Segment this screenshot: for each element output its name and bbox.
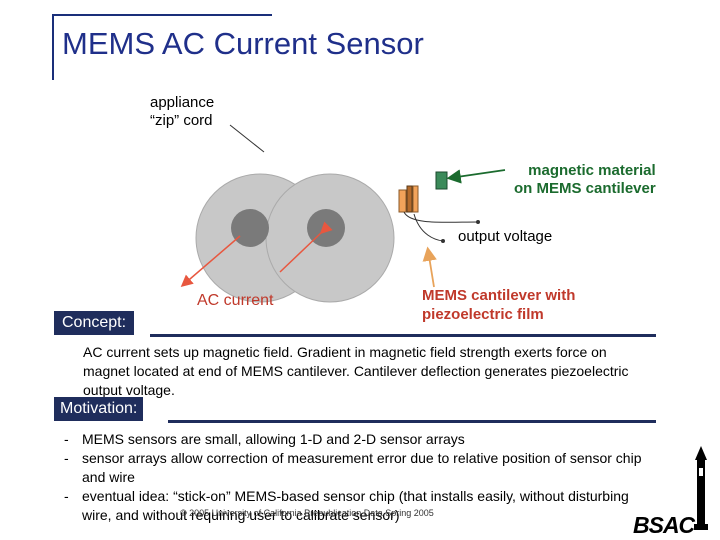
magnet-block (435, 171, 448, 190)
cord-label-leader (229, 124, 265, 153)
ac-arrow-left (180, 235, 241, 287)
motivation-rule (168, 420, 656, 423)
title-frame-top (52, 14, 272, 16)
footer-copyright: © 2005 University of California Prepubli… (180, 508, 434, 518)
cord-label: appliance “zip” cord (150, 94, 214, 130)
motivation-list: MEMS sensors are small, allowing 1-D and… (60, 430, 650, 525)
ac-current-label: AC current (197, 292, 274, 309)
cord-left-wire (231, 209, 269, 247)
ac-arrow-right (279, 221, 333, 273)
concept-rule (150, 334, 656, 337)
page-title: MEMS AC Current Sensor (62, 26, 424, 61)
list-item: eventual idea: “stick-on” MEMS-based sen… (60, 487, 650, 525)
list-item: MEMS sensors are small, allowing 1-D and… (60, 430, 650, 449)
output-terminal-2 (441, 239, 445, 243)
cantilever-layer-2 (406, 185, 413, 213)
bsac-logo: BSAC (633, 512, 695, 538)
cantilever-label-line2: piezoelectric film (422, 306, 544, 323)
cantilever-layer-3 (412, 185, 419, 213)
concept-heading: Concept: (54, 311, 135, 335)
cord-label-line1: appliance (150, 94, 215, 111)
cantilever-icon (398, 171, 448, 213)
zip-cord-icon (195, 173, 395, 303)
cord-label-line2: “zip” cord (150, 112, 213, 129)
output-voltage-label: output voltage (458, 228, 553, 245)
list-item: sensor arrays allow correction of measur… (60, 449, 650, 487)
magnet-label-line2: on MEMS cantilever (514, 180, 656, 197)
output-wire-2 (413, 213, 444, 242)
campanile-logo-icon (694, 446, 708, 530)
concept-text: AC current sets up magnetic field. Gradi… (83, 344, 629, 398)
magnet-label-line1: magnetic material (528, 162, 656, 179)
magnet-arrow (446, 169, 506, 184)
cantilever-layer-1 (398, 189, 407, 213)
cantilever-label: MEMS cantilever with piezoelectric film (422, 286, 575, 324)
output-terminal-1 (476, 220, 480, 224)
cantilever-arrow (422, 246, 437, 288)
cantilever-label-line1: MEMS cantilever with (422, 287, 576, 304)
output-wire (403, 211, 479, 223)
magnet-label: magnetic material on MEMS cantilever (514, 162, 656, 198)
motivation-heading: Motivation: (54, 397, 144, 421)
title-frame-left (52, 14, 54, 80)
